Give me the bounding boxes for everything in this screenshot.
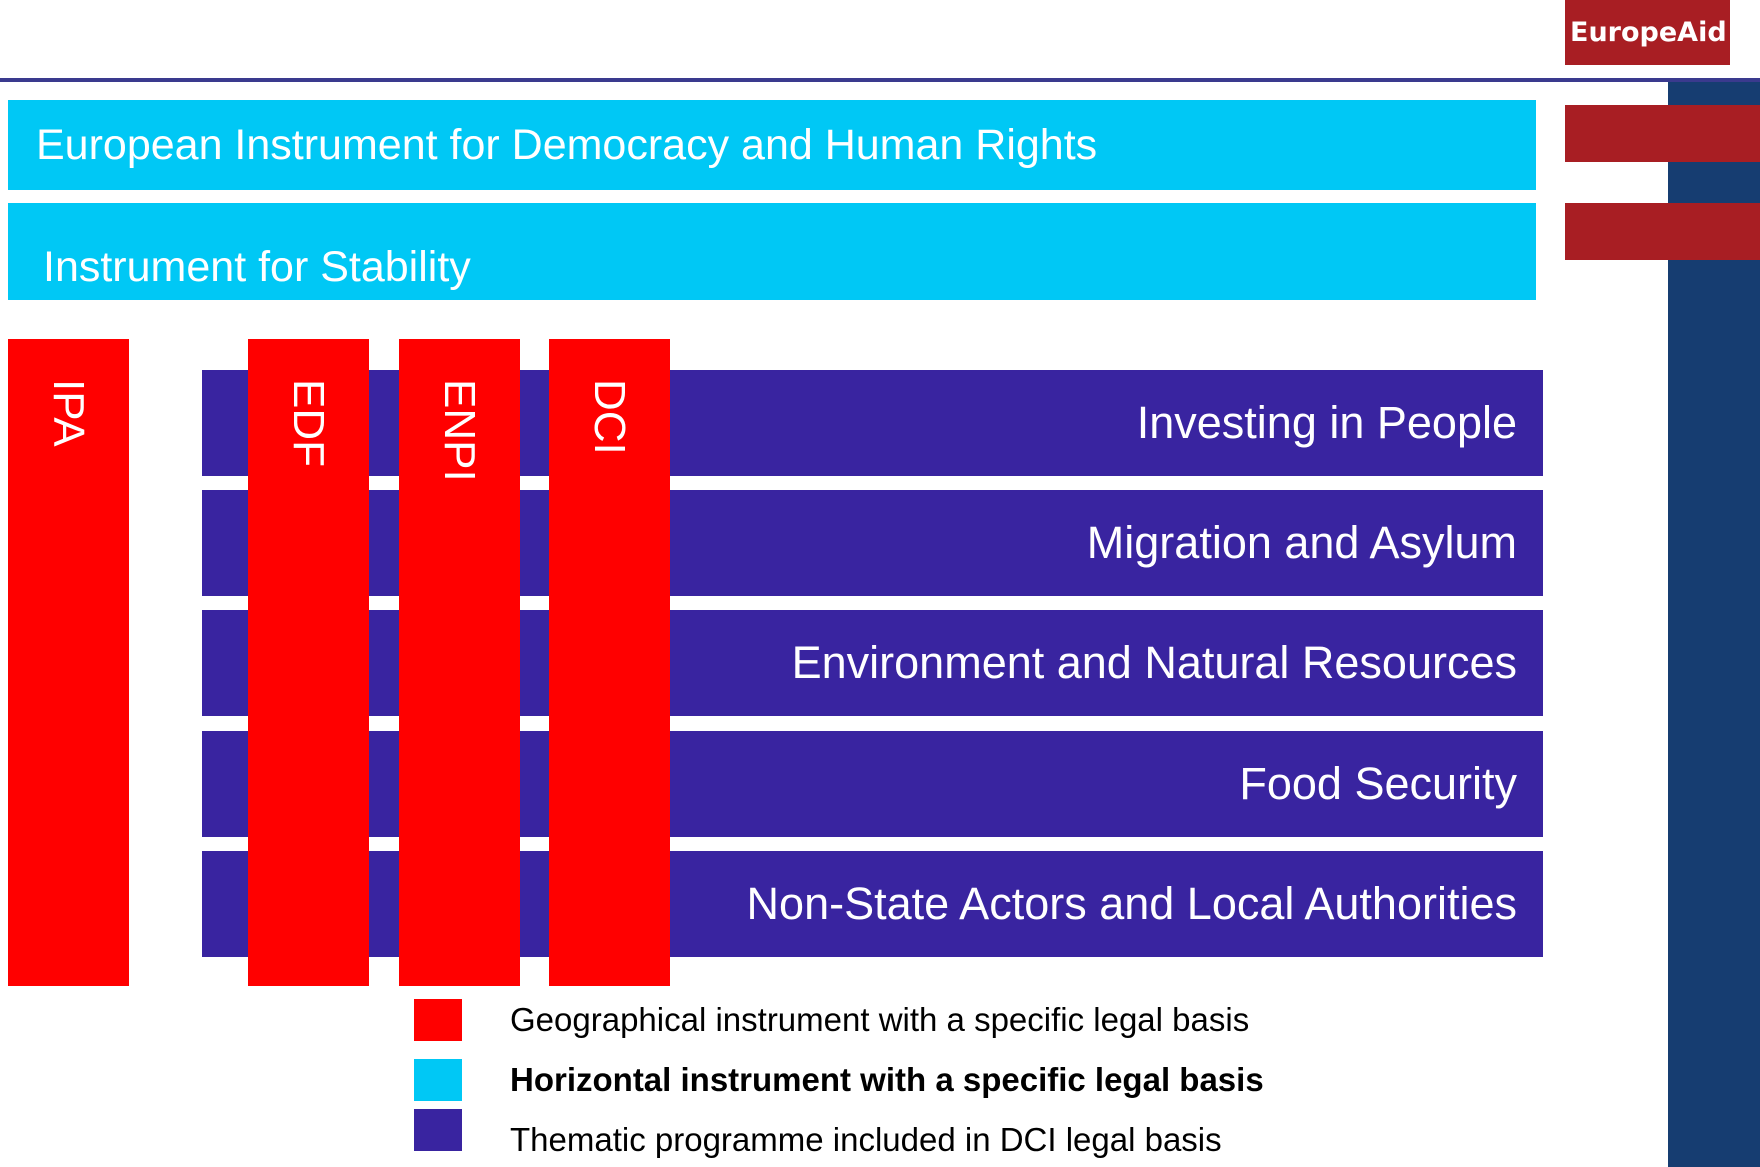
geographical-instrument-label: ENPI (435, 379, 484, 482)
geographical-instrument-dci: DCI (549, 339, 670, 986)
geographical-instrument-label: EDF (284, 379, 333, 467)
legend-label-thematic: Thematic programme included in DCI legal… (510, 1121, 1222, 1158)
side-decoration-tab (1565, 105, 1760, 162)
geographical-instrument-edf: EDF (248, 339, 369, 986)
geographical-instrument-enpi: ENPI (399, 339, 520, 986)
geographical-instrument-label: IPA (44, 379, 93, 447)
horizontal-instrument-stability: Instrument for Stability (8, 203, 1536, 300)
legend-swatch-thematic (414, 1109, 462, 1151)
legend-label-horizontal: Horizontal instrument with a specific le… (510, 1061, 1264, 1098)
brand-label: EuropeAid (1565, 0, 1730, 65)
geographical-instrument-label: DCI (585, 379, 634, 455)
geographical-instrument-ipa: IPA (8, 339, 129, 986)
horizontal-instrument-eidhr: European Instrument for Democracy and Hu… (8, 100, 1536, 190)
legend-swatch-geographical (414, 999, 462, 1041)
legend-label-geographical: Geographical instrument with a specific … (510, 1001, 1250, 1038)
header-rule (0, 78, 1760, 82)
side-decoration-tab (1565, 203, 1760, 260)
legend-swatch-horizontal (414, 1059, 462, 1101)
side-decoration-column (1668, 82, 1760, 1167)
